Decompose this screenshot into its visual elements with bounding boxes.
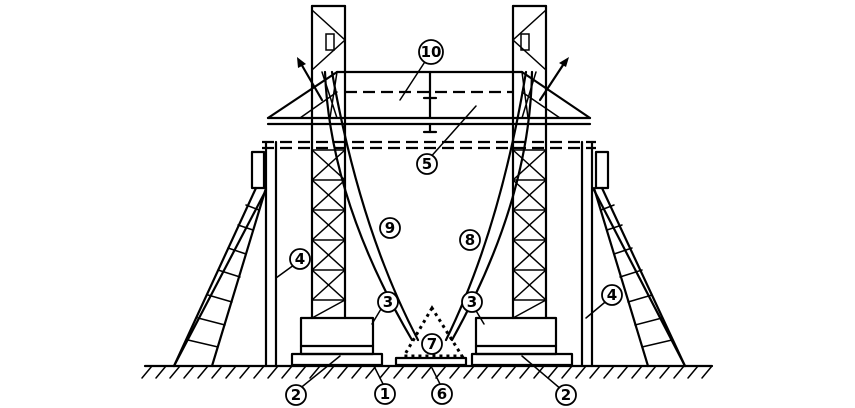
ground-hatch-mark: [281, 365, 293, 379]
ground-hatch-mark: [211, 365, 223, 379]
hoist-cables: [323, 70, 534, 342]
svg-text:4: 4: [607, 286, 617, 304]
callout-4-right: 4: [601, 284, 623, 306]
callout-5: 5: [416, 153, 438, 175]
top-truss: [266, 70, 592, 134]
ground-hatch-mark: [673, 365, 685, 379]
ground-hatch-mark: [659, 365, 671, 379]
right-tower: [511, 4, 548, 320]
svg-text:3: 3: [383, 293, 393, 311]
callout-6: 6: [431, 383, 453, 405]
callout-4-left: 4: [289, 248, 311, 270]
ground: [141, 364, 714, 379]
ground-hatch-mark: [645, 365, 657, 379]
ground-hatch-mark: [309, 365, 321, 379]
ground-hatch-mark: [589, 365, 601, 379]
ground-hatch-mark: [435, 365, 447, 379]
ground-hatch-mark: [323, 365, 335, 379]
callout-3-left: 3: [377, 291, 399, 313]
ground-hatch-mark: [379, 365, 391, 379]
ground-hatch-mark: [603, 365, 615, 379]
svg-text:6: 6: [437, 385, 447, 403]
right-guy-brace: [592, 150, 687, 368]
ground-hatch-mark: [701, 365, 713, 379]
ground-hatch-mark: [505, 365, 517, 379]
svg-text:2: 2: [561, 386, 571, 404]
callout-9: 9: [379, 217, 401, 239]
ground-hatch-mark: [631, 365, 643, 379]
svg-text:8: 8: [465, 231, 475, 249]
ground-hatch-mark: [239, 365, 251, 379]
ground-hatch-mark: [295, 365, 307, 379]
ground-hatch-mark: [155, 365, 167, 379]
callout-7: 7: [421, 333, 443, 355]
ground-hatch-mark: [169, 365, 181, 379]
svg-text:10: 10: [421, 43, 442, 61]
ground-hatch-mark: [407, 365, 419, 379]
ground-hatch-mark: [253, 365, 265, 379]
callout-2-left: 2: [285, 384, 307, 406]
lift-arrows: [297, 57, 569, 102]
ground-hatch-mark: [351, 365, 363, 379]
svg-text:4: 4: [295, 250, 305, 268]
ground-hatch-mark: [141, 365, 153, 379]
ground-hatch-mark: [617, 365, 629, 379]
ground-hatch-mark: [337, 365, 349, 379]
ground-hatch-mark: [561, 365, 573, 379]
ground-hatch-mark: [687, 365, 699, 379]
svg-text:2: 2: [291, 386, 301, 404]
ground-hatch-mark: [449, 365, 461, 379]
ground-hatch-mark: [477, 365, 489, 379]
svg-text:3: 3: [467, 293, 477, 311]
left-guy-brace: [172, 150, 268, 368]
ground-hatch-mark: [421, 365, 433, 379]
ground-hatch-mark: [225, 365, 237, 379]
ground-hatch-mark: [393, 365, 405, 379]
ground-hatch-mark: [533, 365, 545, 379]
callout-3-right: 3: [461, 291, 483, 313]
ground-hatch-mark: [547, 365, 559, 379]
left-tower: [310, 4, 347, 320]
ground-hatch-mark: [183, 365, 195, 379]
ground-hatch-mark: [491, 365, 503, 379]
winch-bases: [299, 316, 558, 356]
svg-text:1: 1: [380, 385, 390, 403]
ground-hatch-mark: [267, 365, 279, 379]
outer-columns: [264, 140, 594, 368]
callout-2-right: 2: [555, 384, 577, 406]
svg-text:7: 7: [427, 335, 437, 353]
ground-hatch-mark: [575, 365, 587, 379]
svg-text:5: 5: [422, 155, 432, 173]
ground-hatch-mark: [197, 365, 209, 379]
callout-8: 8: [459, 229, 481, 251]
callout-10: 10: [418, 39, 444, 65]
ground-hatch-mark: [519, 365, 531, 379]
svg-text:9: 9: [385, 219, 395, 237]
cross-beam: [262, 140, 596, 150]
callout-1: 1: [374, 383, 396, 405]
ground-hatch-mark: [463, 365, 475, 379]
dotted-sling: [401, 305, 465, 358]
